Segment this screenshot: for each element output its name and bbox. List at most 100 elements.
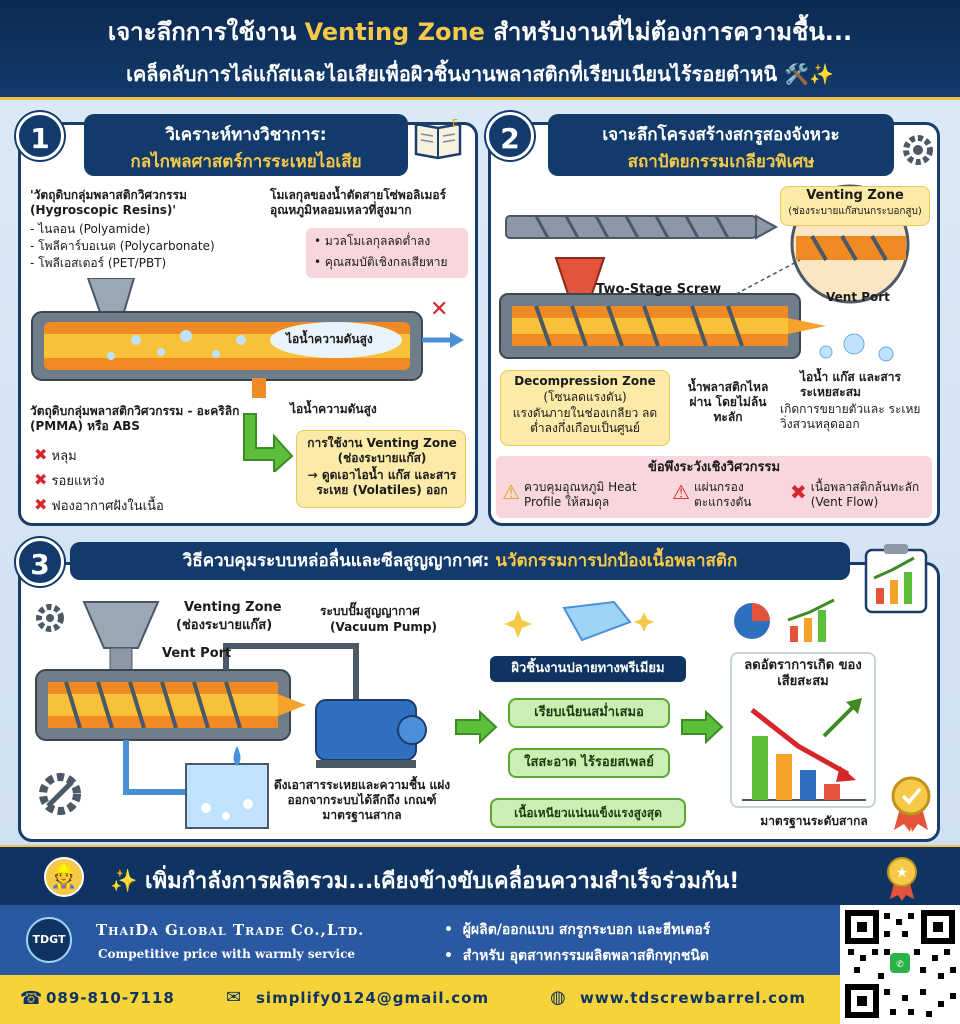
gear-icon bbox=[903, 135, 933, 165]
decomp-title: Decompression Zone bbox=[514, 374, 656, 388]
panel-3-title-accent: นวัตกรรมการปกป้องเนื้อพลาสติก bbox=[495, 551, 738, 571]
flow-note: น้ำพลาสติกไหลผ่าน โดยไม่ล้นทะลัก bbox=[687, 380, 769, 424]
panel-3-title-pre: วิธีควบคุมระบบหล่อลื่นและซีลสูญญากาศ: bbox=[182, 551, 496, 571]
other-resins-title: วัตถุดิบกลุ่มพลาสติกวิศวกรรม - อะคริลิก … bbox=[30, 404, 240, 433]
decomp-box bbox=[500, 370, 670, 446]
two-stage-label: Two-Stage Screw bbox=[596, 282, 722, 297]
standard-label: มาตรฐานระดับสากล bbox=[760, 814, 868, 828]
warning-icon: ⚠ bbox=[672, 480, 690, 504]
caution-box bbox=[496, 456, 932, 518]
clipboard-chart-icon bbox=[864, 544, 928, 614]
premium-title: ผิวชิ้นงานปลายทางพรีเมียม bbox=[490, 656, 686, 682]
award-icon: ★ bbox=[887, 857, 917, 901]
panel-3-title: วิธีควบคุมระบบหล่อลื่นและซีลสูญญากาศ: นว… bbox=[70, 542, 850, 580]
company-slogan: Competitive price with warmly service bbox=[98, 947, 356, 961]
decline-chart-icon bbox=[742, 698, 866, 801]
company-name: ThaiDa Global Trade Co.,Ltd. bbox=[96, 921, 365, 939]
medal-icon bbox=[891, 776, 931, 832]
company-logo: TDGT bbox=[26, 917, 72, 963]
company-line-2: • สำหรับ อุตสาหกรรมผลิตพลาสติกทุกชนิด bbox=[444, 948, 710, 964]
title-post: สำหรับงานที่ไม่ต้องการความชื้น... bbox=[484, 18, 853, 46]
x-icon: ✖ bbox=[34, 495, 48, 514]
qr-code[interactable]: ✆ bbox=[840, 905, 960, 1024]
bubbles-icon bbox=[819, 333, 894, 362]
vent-port-label: Vent Port bbox=[826, 290, 890, 304]
molecule-note: โมเลกุลของน้ำตัดสายโซ่พอลิเมอร์ อุณหภูมิ… bbox=[270, 188, 447, 217]
extract-note: ดึงเอาสารระเหยและความชื้น แฝงออกจากระบบไ… bbox=[273, 778, 451, 822]
qr-code-image: ✆ bbox=[845, 910, 956, 1018]
venting-zone-sub: (ช่องระบายแก๊สบนกระบอกสูบ) bbox=[788, 206, 922, 217]
panel-2-title-line1: เจาะลึกโครงสร้างสกรูสองจังหวะ bbox=[602, 125, 840, 145]
pump-sub: (Vacuum Pump) bbox=[330, 620, 438, 634]
caution-text-2: แผ่นกรอง ตะแกรงตัน bbox=[693, 480, 752, 509]
x-icon: ✖ bbox=[34, 445, 48, 464]
defect-x-icon: ✕ bbox=[430, 297, 449, 322]
company-line-1-text: ผู้ผลิต/ออกแบบ สกรูกระบอก และฮีทเตอร์ bbox=[462, 922, 711, 938]
banner-text: ✨ เพิ่มกำลังการผลิตรวม...เคียงข้างขับเคล… bbox=[110, 869, 740, 894]
vapor-desc: เกิดการขยายตัวและ ระเหยวิ่งสวนหลุดออก bbox=[780, 402, 921, 431]
header: เจาะลึกการใช้งาน Venting Zone สำหรับงานท… bbox=[0, 0, 960, 100]
resins-title: 'วัตถุดิบกลุ่มพลาสติกวิศวกรรม (Hygroscop… bbox=[30, 188, 187, 217]
venting-zone-label: Venting Zone bbox=[806, 188, 904, 203]
p3-venting-zone: Venting Zone bbox=[184, 600, 282, 615]
venting-box bbox=[296, 430, 466, 508]
steam-label-2: ไอน้ำความดันสูง bbox=[290, 402, 377, 416]
wrench-gear-icon bbox=[39, 773, 81, 815]
panel-1-title-line1: วิเคราะห์ทางวิชาการ: bbox=[165, 125, 327, 145]
steam-label: ไอน้ำความดันสูง bbox=[286, 332, 373, 346]
mail-icon: ✉ bbox=[226, 987, 242, 1008]
caution-item-2: ⚠แผ่นกรอง ตะแกรงตัน bbox=[672, 480, 782, 510]
resin-item-3: - โพลีเอสเตอร์ (PET/PBT) bbox=[30, 256, 167, 270]
company-logo-text: TDGT bbox=[32, 933, 66, 946]
defect-text: หลุม bbox=[51, 449, 77, 464]
defect-text: รอยแหว่ง bbox=[51, 474, 105, 489]
benefit-2: ใสสะอาด ไร้รอยสเพลย์ bbox=[508, 748, 670, 778]
pie-bar-chart-icon bbox=[734, 598, 835, 642]
page-subtitle: เคล็ดลับการไล่แก๊สและไอเสียเพื่อผิวชิ้นง… bbox=[126, 62, 834, 86]
effects-box bbox=[306, 228, 468, 278]
main-content: 1 วิเคราะห์ทางวิชาการ: กลไกพลศาสตร์การระ… bbox=[0, 100, 960, 845]
panel-1-title: วิเคราะห์ทางวิชาการ: กลไกพลศาสตร์การระเห… bbox=[84, 114, 408, 176]
decomp-desc: แรงดันภายในช่องเกลียว ลดต่ำลงกึ่งเกือบเป… bbox=[512, 406, 658, 435]
company-bar: TDGT ThaiDa Global Trade Co.,Ltd. Compet… bbox=[0, 905, 840, 975]
title-accent: Venting Zone bbox=[304, 18, 485, 46]
defect-item-3: ✖ ฟองอากาศฝังในเนื้อ bbox=[34, 495, 164, 515]
worker-icon: 👷 bbox=[44, 857, 84, 897]
caution-item-1: ⚠ควบคุมอุณหภูมิ Heat Profile ให้สมดุล bbox=[502, 480, 652, 510]
defect-text: ฟองอากาศฝังในเนื้อ bbox=[51, 499, 164, 514]
defect-reduction: ลดอัตราการเกิด ของเสียสะสม bbox=[744, 658, 862, 690]
panel-2-number: 2 bbox=[486, 112, 534, 160]
decomp-sub: (โซนลดแรงดัน) bbox=[543, 390, 627, 404]
warning-icon: ⚠ bbox=[502, 480, 520, 504]
slogan-banner: 👷 ✨ เพิ่มกำลังการผลิตรวม...เคียงข้างขับเ… bbox=[0, 845, 960, 905]
website-link[interactable]: www.tdscrewbarrel.com bbox=[580, 989, 806, 1007]
defect-item-2: ✖ รอยแหว่ง bbox=[34, 470, 105, 490]
globe-icon: ◍ bbox=[550, 987, 566, 1008]
resin-item-1: - ไนลอน (Polyamide) bbox=[30, 222, 151, 236]
phone-icon: ☎ bbox=[20, 988, 43, 1009]
benefit-1: เรียบเนียนสม่ำเสมอ bbox=[508, 698, 670, 728]
barrel-illustration bbox=[31, 278, 464, 398]
pump-title: ระบบปั๊มสูญญากาศ bbox=[320, 604, 420, 618]
vapor-title: ไอน้ำ แก๊ส และสารระเหยสะสม bbox=[800, 370, 901, 399]
caution-text-1: ควบคุมอุณหภูมิ Heat Profile ให้สมดุล bbox=[523, 480, 637, 509]
caution-text-3: เนื้อพลาสติกล้นทะลัก (Vent Flow) bbox=[810, 480, 920, 509]
panel-2-title-line2: สถาปัตยกรรมเกลียวพิเศษ bbox=[627, 152, 815, 172]
venting-desc: → ดูดเอาไอน้ำ แก๊ส และสารระเหย (Volatile… bbox=[307, 468, 457, 497]
email-link[interactable]: simplify0124@gmail.com bbox=[256, 989, 490, 1007]
defect-item-1: ✖ หลุม bbox=[34, 445, 77, 465]
arrow-right-icon bbox=[455, 710, 498, 744]
svg-text:★: ★ bbox=[896, 865, 909, 881]
page-title: เจาะลึกการใช้งาน Venting Zone สำหรับงานท… bbox=[0, 12, 960, 51]
benefit-3: เนื้อเหนียวแน่นแข็งแรงสูงสุด bbox=[490, 798, 686, 828]
caution-item-3: ✖เนื้อพลาสติกล้นทะลัก (Vent Flow) bbox=[790, 480, 930, 510]
phone-link[interactable]: 089-810-7118 bbox=[46, 989, 175, 1007]
book-icon: E bbox=[414, 118, 462, 160]
contact-bar: ☎ 089-810-7118 ✉ simplify0124@gmail.com … bbox=[0, 975, 840, 1024]
arrow-right-icon bbox=[681, 710, 724, 744]
venting-title: การใช้งาน Venting Zone (ช่องระบายแก๊ส) bbox=[307, 436, 457, 465]
green-arrow-icon bbox=[243, 413, 294, 472]
panel-1-number: 1 bbox=[16, 112, 64, 160]
svg-text:✆: ✆ bbox=[896, 960, 904, 970]
effect-item-1: • มวลโมเลกุลลดต่ำลง bbox=[314, 234, 431, 248]
